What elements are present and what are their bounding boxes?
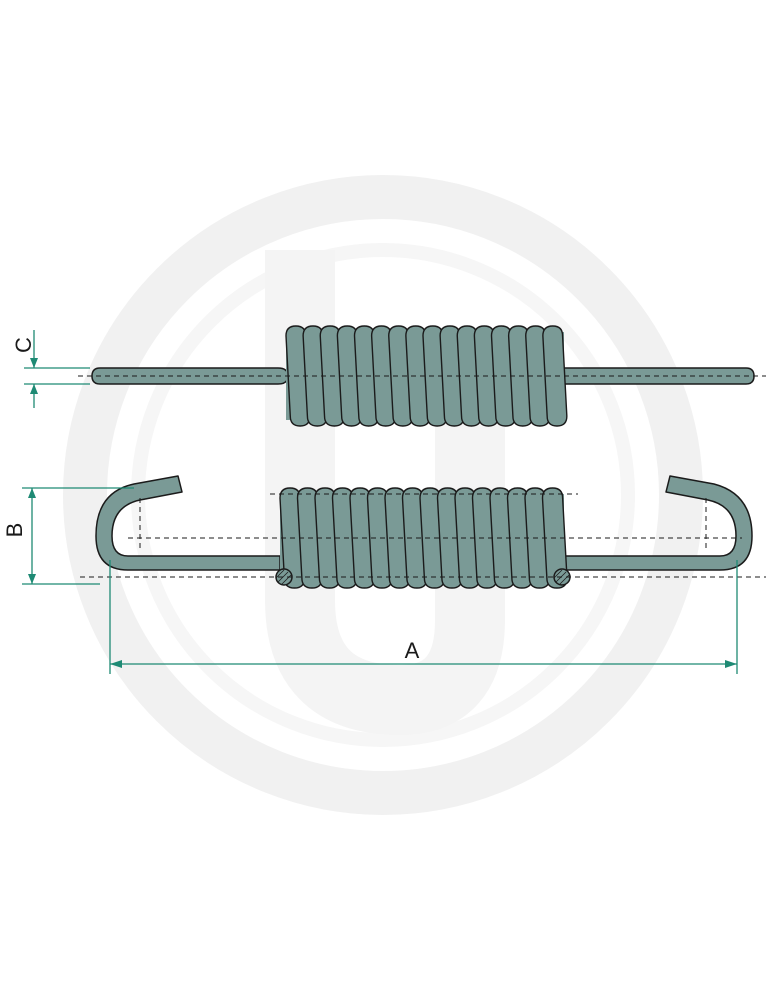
dimension-b: B	[2, 487, 134, 585]
bottom-coil-body	[279, 487, 568, 589]
right-hook	[561, 475, 753, 571]
b-arrow-top	[28, 488, 36, 498]
a-arrow-right	[725, 660, 737, 668]
b-arrow-bottom	[28, 574, 36, 584]
top-coil-turn	[542, 325, 568, 427]
b-label: B	[2, 523, 27, 538]
a-label: A	[405, 638, 420, 663]
top-coil-body	[285, 325, 568, 427]
left-hook	[95, 475, 281, 571]
c-arrow-top	[30, 358, 38, 368]
spring-top-view	[78, 325, 766, 427]
dimension-a: A	[109, 560, 738, 674]
dimension-c: C	[11, 330, 90, 408]
spring-bottom-view	[80, 475, 766, 589]
right-end-rod	[547, 367, 755, 385]
c-arrow-bottom	[30, 384, 38, 394]
a-arrow-left	[110, 660, 122, 668]
c-label: C	[11, 337, 36, 353]
